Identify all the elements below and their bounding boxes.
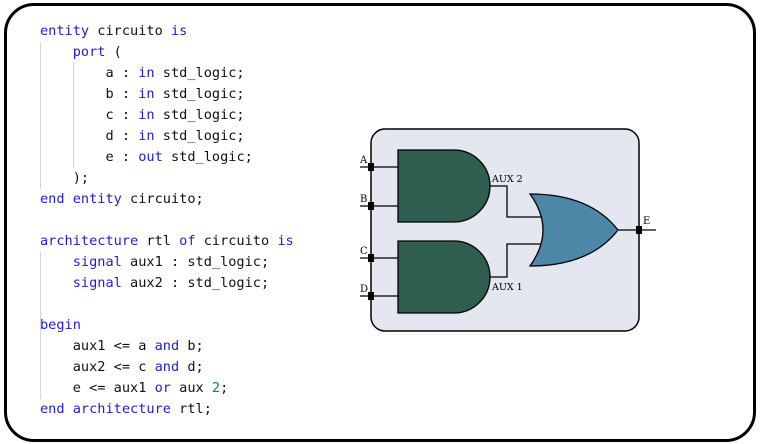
code-text: rtl: [138, 233, 180, 249]
code-line: end entity circuito;: [40, 189, 294, 210]
code-text: d :: [40, 128, 139, 144]
code-text: aux2 <= c: [40, 359, 155, 375]
pin-a: [368, 163, 374, 171]
code-text: aux2 : std_logic;: [121, 275, 270, 291]
vhdl-code-block: entity circuito is port ( a : in std_log…: [40, 21, 294, 420]
code-line: entity circuito is: [40, 21, 294, 42]
code-line: begin: [40, 315, 294, 336]
pin-c: [368, 254, 374, 262]
pin-d: [368, 292, 374, 300]
code-text: c :: [40, 107, 139, 123]
code-line: );: [40, 168, 294, 189]
or-gate: [528, 193, 619, 267]
code-text: std_logic;: [162, 149, 253, 165]
code-line: signal aux1 : std_logic;: [40, 252, 294, 273]
code-keyword: begin: [40, 317, 81, 333]
code-text: rtl;: [170, 401, 212, 417]
code-line: e : out std_logic;: [40, 147, 294, 168]
label-aux1: AUX 1: [491, 282, 523, 293]
circuit-diagram: A B C D E AUX 2 AUX 1: [359, 128, 656, 332]
code-text: circuito: [195, 233, 278, 249]
code-line: a : in std_logic;: [40, 63, 294, 84]
label-b: B: [360, 194, 367, 205]
code-text: std_logic;: [154, 65, 245, 81]
code-keyword: is: [170, 23, 188, 39]
code-keyword: signal: [72, 254, 122, 270]
code-keyword: architecture: [40, 233, 139, 249]
code-text: std_logic;: [154, 107, 245, 123]
and-gate-bottom: [397, 240, 491, 314]
label-a: A: [359, 155, 368, 166]
code-keyword: out: [138, 149, 163, 165]
code-line: e <= aux1 or aux 2;: [40, 378, 294, 399]
code-keyword: end: [40, 191, 65, 207]
indent-guide: [40, 42, 41, 189]
code-text: aux1 : std_logic;: [121, 254, 270, 270]
code-keyword: and: [154, 338, 180, 354]
code-line: port (: [40, 42, 294, 63]
indent-guide: [73, 63, 74, 168]
code-keyword: in: [138, 65, 155, 81]
code-line: b : in std_logic;: [40, 84, 294, 105]
code-text: a :: [40, 65, 139, 81]
code-line: c : in std_logic;: [40, 105, 294, 126]
code-text: );: [40, 170, 90, 186]
code-text: [65, 401, 73, 417]
code-text: ;: [220, 380, 229, 396]
code-text: std_logic;: [154, 86, 245, 102]
code-line: aux1 <= a and b;: [40, 336, 294, 357]
code-keyword: entity: [72, 191, 122, 207]
indent-guide: [40, 336, 41, 399]
code-keyword: signal: [72, 275, 122, 291]
code-keyword: or: [154, 380, 171, 396]
code-keyword: in: [138, 86, 155, 102]
code-line: [40, 294, 294, 315]
code-keyword: and: [154, 359, 180, 375]
code-text: e :: [40, 149, 139, 165]
label-e: E: [643, 216, 650, 227]
code-text: circuito;: [121, 191, 204, 207]
code-text: [65, 191, 73, 207]
code-number: 2: [211, 380, 221, 396]
code-keyword: of: [179, 233, 196, 249]
code-text: std_logic;: [154, 128, 245, 144]
code-keyword: end: [40, 401, 65, 417]
code-line: [40, 210, 294, 231]
code-keyword: architecture: [72, 401, 171, 417]
code-line: aux2 <= c and d;: [40, 357, 294, 378]
code-line: d : in std_logic;: [40, 126, 294, 147]
code-keyword: in: [138, 128, 155, 144]
wire-aux2: [490, 185, 542, 218]
and-gate-top: [397, 149, 491, 223]
code-line: signal aux2 : std_logic;: [40, 273, 294, 294]
code-text: d;: [179, 359, 204, 375]
code-text: [40, 254, 73, 270]
code-line: architecture rtl of circuito is: [40, 231, 294, 252]
code-text: [40, 44, 73, 60]
code-text: e <= aux1: [40, 380, 155, 396]
code-keyword: is: [277, 233, 294, 249]
code-text: aux1 <= a: [40, 338, 155, 354]
pin-b: [368, 202, 374, 210]
code-keyword: port: [72, 44, 106, 60]
code-keyword: entity: [40, 23, 90, 39]
label-d: D: [360, 284, 368, 295]
label-aux2: AUX 2: [491, 174, 523, 185]
label-c: C: [360, 246, 368, 257]
code-text: [40, 275, 73, 291]
wire-aux1: [490, 243, 542, 278]
code-keyword: in: [138, 107, 155, 123]
code-text: (: [105, 44, 122, 60]
code-line: end architecture rtl;: [40, 399, 294, 420]
code-text: b;: [179, 338, 204, 354]
code-text: aux: [170, 380, 212, 396]
code-text: b :: [40, 86, 139, 102]
code-text: circuito: [89, 23, 171, 39]
indent-guide: [40, 252, 41, 336]
